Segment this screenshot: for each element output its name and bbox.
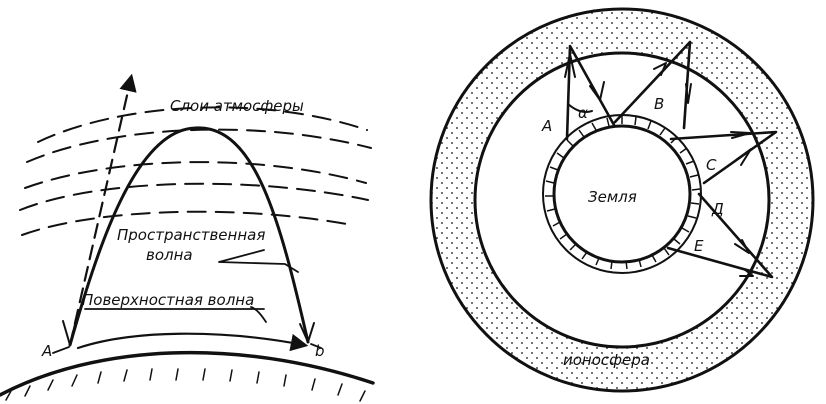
- arrow-c-right: [730, 131, 751, 139]
- arrow-b-down: [685, 83, 692, 104]
- reflection-path-b: [613, 40, 692, 130]
- path-label-d: Д: [711, 200, 724, 218]
- earth-circle: [552, 124, 692, 264]
- reflection-path-d: [666, 192, 774, 279]
- angle-arc: [567, 103, 593, 114]
- point-b-label: b: [315, 342, 325, 360]
- space-wave-label-line1: Пространственная: [117, 226, 265, 244]
- atmosphere-layer-2: [26, 128, 372, 163]
- ionosphere-label: ионосфера: [563, 351, 650, 369]
- atmosphere-layer-3: [24, 161, 367, 189]
- earth-label: Земля: [588, 188, 637, 206]
- surface-wave-path: [76, 332, 309, 352]
- arrow-c-down: [735, 148, 752, 166]
- atmosphere-layer-1: [37, 106, 368, 143]
- leader-surface-arrow: [250, 306, 267, 323]
- atmosphere-layers: [19, 106, 372, 236]
- arrow-a-down: [589, 81, 605, 101]
- atmosphere-layer-4: [19, 182, 369, 211]
- right-diagram: Земля ионосфера α А В С Д Е: [429, 7, 815, 393]
- arrow-b-up: [653, 62, 667, 76]
- surface-wave-label: Поверхностная волна: [82, 291, 254, 309]
- reflection-path-c: [669, 130, 778, 185]
- atmosphere-layer-5: [21, 210, 353, 236]
- path-label-c: С: [706, 156, 717, 174]
- earth-hatch-ring: [545, 116, 701, 270]
- leader-b: [310, 343, 322, 349]
- left-diagram: Слои атмосферы Пространственная волна По…: [0, 73, 375, 402]
- atmosphere-layers-label: Слои атмосферы: [170, 97, 304, 115]
- escaping-ray: [68, 73, 137, 347]
- point-a-label: А: [41, 342, 52, 360]
- space-wave-label-line2: волна: [146, 246, 193, 264]
- arrow-a-up: [564, 53, 576, 78]
- angle-label: α: [578, 104, 588, 122]
- earth-hatching: [5, 368, 366, 402]
- space-wave-arrow-up: [62, 319, 77, 346]
- leader-a: [52, 346, 70, 354]
- path-label-b: В: [654, 95, 664, 113]
- earth-surface: [0, 350, 375, 397]
- arrow-d-down: [734, 239, 750, 254]
- arrow-d-left: [739, 268, 754, 277]
- space-wave-path: [68, 126, 310, 347]
- leader-space-wave: [218, 249, 299, 273]
- path-label-a: А: [541, 117, 552, 135]
- path-label-e: Е: [694, 237, 704, 255]
